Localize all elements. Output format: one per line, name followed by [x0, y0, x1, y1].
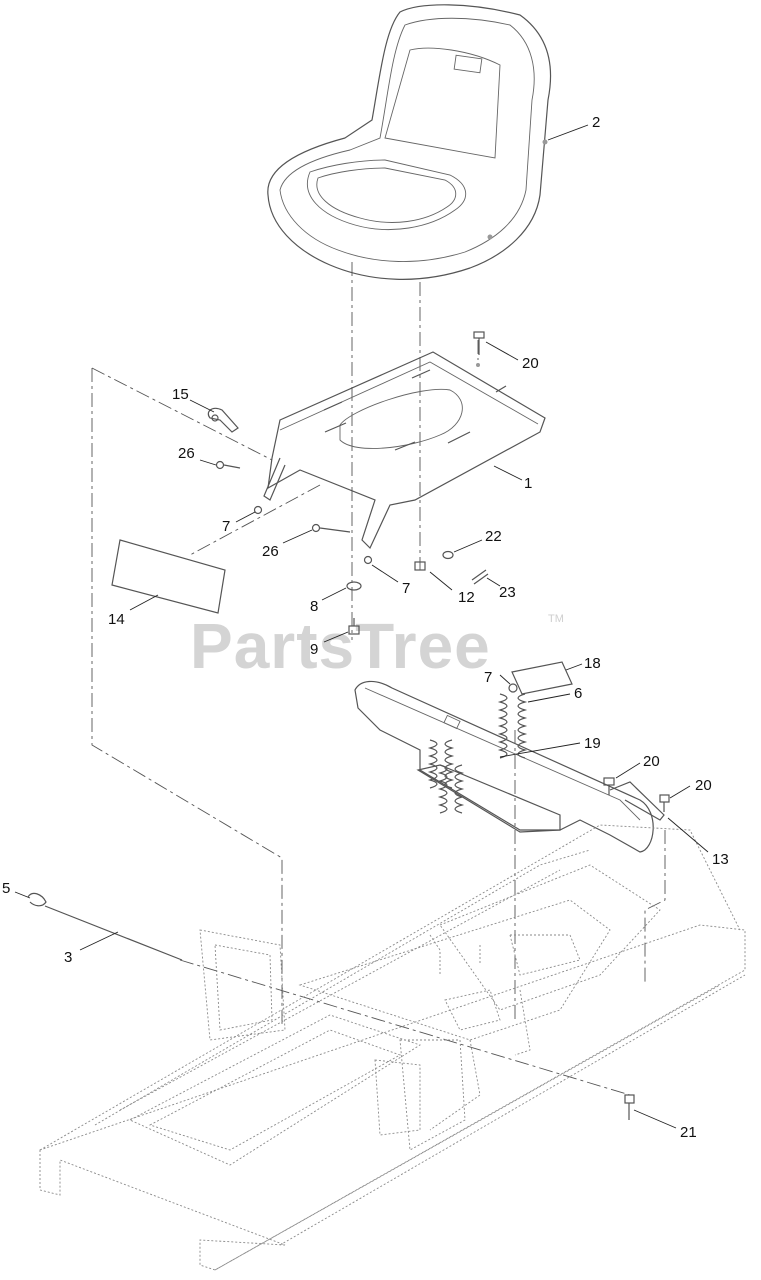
clip-5: [27, 892, 47, 907]
callout-19: 19: [584, 735, 601, 752]
callout-22: 22: [485, 528, 502, 545]
nut-7-b: [363, 555, 373, 565]
decal-18: [511, 661, 573, 695]
callout-7-a: 7: [222, 518, 230, 535]
callout-6: 6: [574, 685, 582, 702]
assembly-lines: [91, 262, 666, 1096]
callout-26-b: 26: [262, 543, 279, 560]
callout-3: 3: [64, 949, 72, 966]
watermark-tm: TM: [548, 613, 564, 625]
watermark-text: PartsTree: [190, 610, 491, 682]
springs: [427, 693, 528, 814]
callout-9: 9: [310, 641, 318, 658]
bolt-9: [348, 618, 360, 635]
callout-20-b: 20: [695, 777, 712, 794]
callout-26-a: 26: [178, 445, 195, 462]
pin-23: [471, 569, 489, 585]
callout-7-b: 7: [402, 580, 410, 597]
callout-12: 12: [458, 589, 475, 606]
seat-plate: [263, 351, 546, 550]
bolt-20-b: [659, 794, 670, 812]
washer-8: [346, 581, 362, 591]
callout-20-a: 20: [643, 753, 660, 770]
suspension-bracket: [354, 680, 665, 853]
callout-23: 23: [499, 584, 516, 601]
callout-20-top: 20: [522, 355, 539, 372]
callouts: 2 20 1 15 26 7 26 7 22 12 23 8 9 14 7 18…: [2, 114, 729, 1141]
callout-5: 5: [2, 880, 10, 897]
bolt-26-b: [311, 523, 351, 533]
rod-3: [44, 905, 183, 961]
decal-14: [111, 539, 226, 614]
nut-7-c: [508, 683, 518, 693]
callout-14: 14: [108, 611, 125, 628]
bolt-20-a: [603, 777, 615, 795]
callout-18: 18: [584, 655, 601, 672]
callout-15: 15: [172, 386, 189, 403]
pin-15: [207, 407, 239, 433]
washer-22: [442, 550, 454, 560]
callout-2: 2: [592, 114, 600, 131]
bolt-26-a: [215, 460, 241, 470]
bolt-20-top: [473, 331, 485, 355]
nut-7-a: [253, 505, 263, 515]
callout-1: 1: [524, 475, 532, 492]
callout-13: 13: [712, 851, 729, 868]
seat: [267, 4, 552, 280]
watermark: PartsTree TM: [190, 610, 564, 682]
bolt-21: [624, 1094, 635, 1120]
mower-frame: [39, 824, 746, 1271]
leader-lines: [14, 124, 709, 1129]
bolt-12: [414, 561, 426, 571]
callout-21: 21: [680, 1124, 697, 1141]
callout-7-c: 7: [484, 669, 492, 686]
callout-8: 8: [310, 598, 318, 615]
